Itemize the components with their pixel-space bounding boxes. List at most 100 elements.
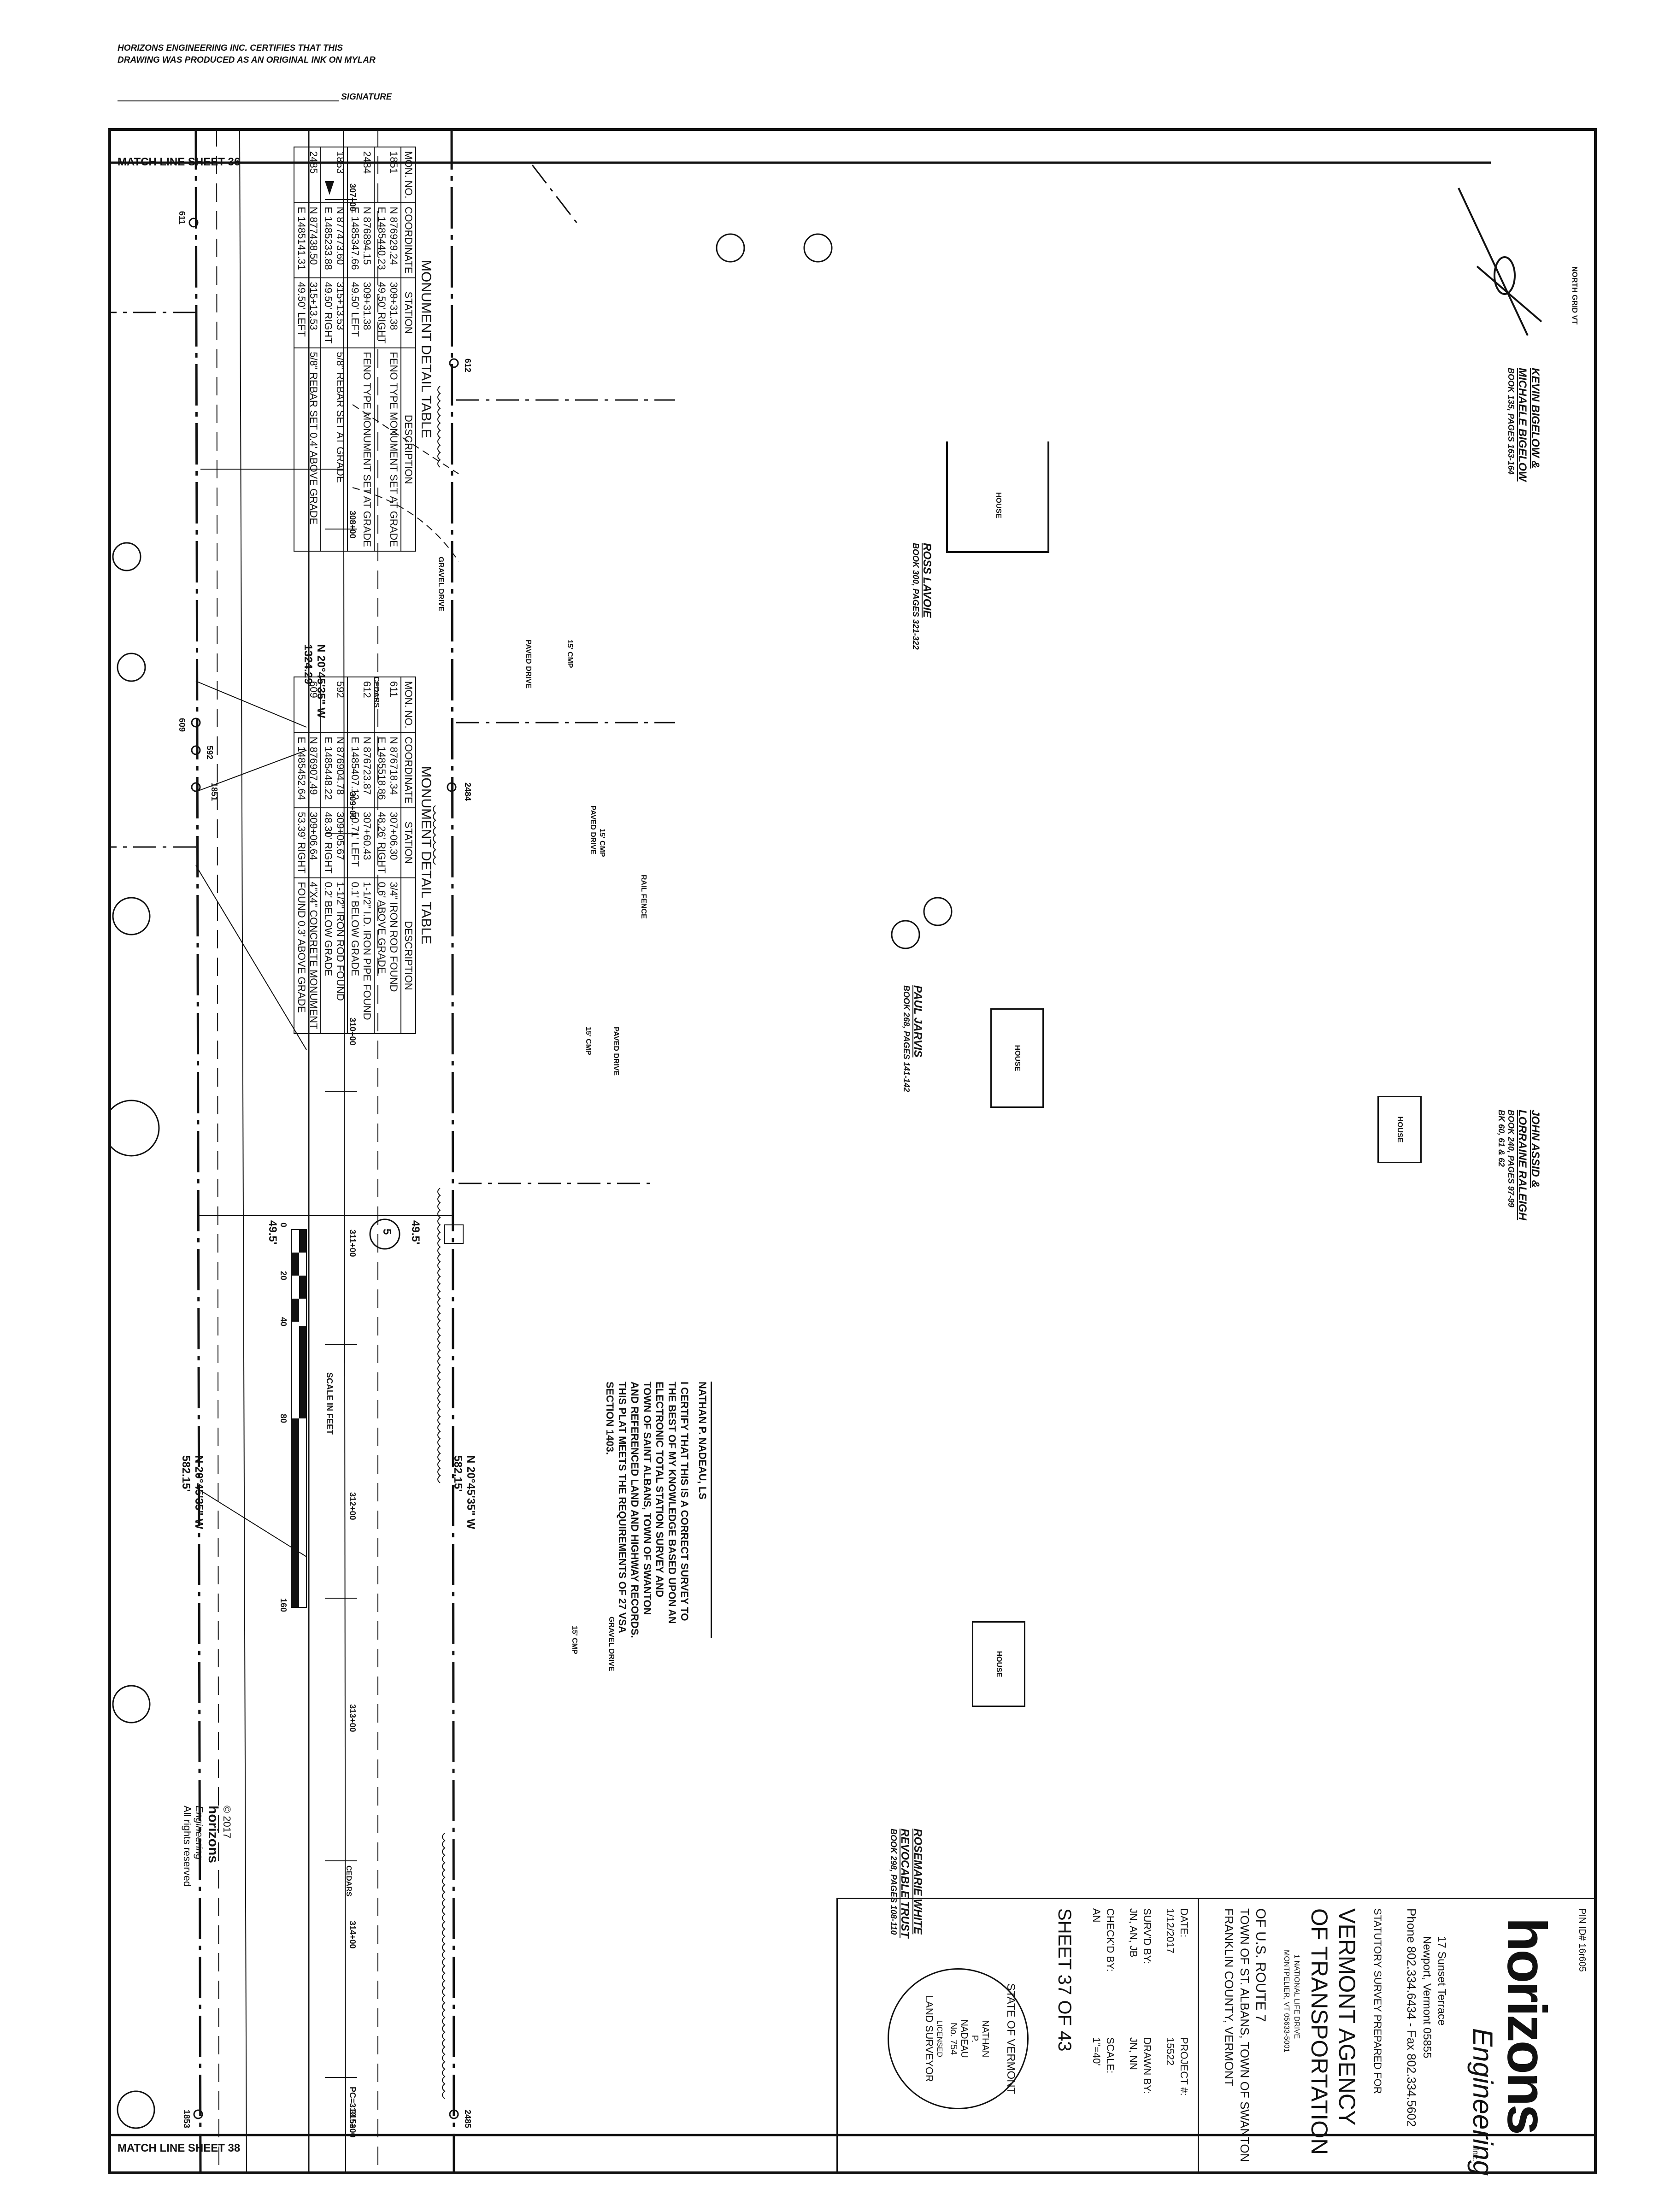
- mon-no: 612: [347, 677, 374, 733]
- scale-tick: 0: [279, 1223, 288, 1228]
- copyright: © 2017 horizons Engineering All rights r…: [181, 1806, 233, 1887]
- client-name: OF TRANSPORTATION: [1306, 1908, 1332, 2155]
- cert-line: TOWN OF SAINT ALBANS, TOWN OF SWANTON: [641, 1382, 653, 1615]
- station-value: 307+60.43: [361, 812, 373, 860]
- drawing-border: [108, 128, 1597, 2174]
- owner-lavoie: ROSS LAVOIE BOOK 300, PAGES 321-322: [911, 543, 933, 650]
- description-line: 0.2' BELOW GRADE: [323, 882, 334, 977]
- house: HOUSE: [990, 1008, 1044, 1108]
- offset-value: 48.26' RIGHT: [376, 812, 388, 874]
- cmp-label: 15' CMP: [566, 640, 574, 668]
- project-value: 15522: [1165, 2037, 1176, 2066]
- mylar-certification: HORIZONS ENGINEERING INC. CERTIFIES THAT…: [118, 42, 376, 66]
- deed-reference: BOOK 135, PAGES 163-164: [1506, 368, 1516, 475]
- seal-state: STATE OF VERMONT: [1005, 1983, 1017, 2094]
- pin-id: PIN ID# 16r605: [1577, 1908, 1587, 1972]
- surveyor-seal: STATE OF VERMONT NATHAN P. NADEAU No. 75…: [888, 1968, 1029, 2109]
- owner-name: LORRAINE RALEIGH: [1516, 1110, 1529, 1220]
- surveyed-value: JN, AN, JB: [1128, 1908, 1139, 1958]
- paved-drive-label: PAVED DRIVE: [612, 1027, 620, 1076]
- station-value: 309+05.67: [335, 812, 346, 860]
- table-header: DESCRIPTION: [401, 877, 416, 1034]
- station-label: 311+00: [348, 1230, 357, 1257]
- station-value: 309+06.64: [308, 812, 319, 860]
- cert-line: SECTION 1403.: [604, 1382, 616, 1455]
- bearing: N 20°45'35" W: [465, 1455, 477, 1530]
- certification-line-1: HORIZONS ENGINEERING INC. CERTIFIES THAT…: [118, 43, 343, 53]
- table-header: COORDINATE: [401, 732, 416, 808]
- drawn-value: JN, NN: [1128, 2037, 1139, 2070]
- offset-value: 50.71' LEFT: [349, 812, 361, 867]
- date-value: 1/12/2017: [1165, 1908, 1176, 1953]
- northing: N 876894.15: [361, 206, 373, 265]
- checked-value: AN: [1091, 1908, 1102, 1923]
- copyright-rights: All rights reserved: [182, 1806, 193, 1887]
- table-header: MON. NO.: [401, 677, 416, 733]
- copyright-year: © 2017: [221, 1806, 233, 1839]
- easting: E 1485407.12: [349, 736, 361, 800]
- monument-number: 611: [177, 211, 187, 225]
- horizons-inc: Inc.: [1471, 2148, 1480, 2162]
- monument-number: 2484: [463, 782, 472, 801]
- copyright-brand: horizons: [206, 1806, 221, 1863]
- table-header: DESCRIPTION: [401, 347, 416, 551]
- bearing: N 20°45'35" W: [193, 1455, 205, 1530]
- deed-reference: BOOK 300, PAGES 321-322: [911, 543, 920, 650]
- copyright-sub: Engineering: [194, 1806, 205, 1860]
- north-arrow-label: NORTH GRID VT: [1571, 266, 1578, 325]
- monument-number: 592: [205, 746, 214, 760]
- seal-name: NADEAU: [959, 2019, 969, 2058]
- phone-line: Phone 802.334.6434 - Fax 802.334.5602: [1405, 1908, 1418, 2127]
- description-line: 3/4" IRON ROD FOUND: [388, 882, 400, 992]
- owner-name: MICHAELE BIGELOW: [1516, 368, 1529, 482]
- monument-number: 612: [463, 359, 472, 373]
- northing: N 876718.34: [388, 736, 400, 795]
- station-value: 315+13.53: [335, 282, 346, 330]
- seal-name: P.: [970, 2035, 980, 2043]
- northing: N 876904.78: [335, 736, 346, 795]
- description-line: FOUND 0.3' ABOVE GRADE: [296, 882, 307, 1013]
- owner-name: PAUL JARVIS: [912, 985, 924, 1058]
- description-line: 0.1' BELOW GRADE: [349, 882, 361, 977]
- table-header: STATION: [401, 807, 416, 878]
- cert-line: AND REFERENCED LAND AND HIGHWAY RECORDS.: [629, 1382, 641, 1638]
- cert-line: THE BEST OF MY KNOWLEDGE BASED UPON AN: [666, 1382, 678, 1624]
- address-line: Newport, Vermont 05855: [1421, 1936, 1433, 2059]
- description-line: 1-1/2" I.D. IRON PIPE FOUND: [361, 882, 373, 1020]
- station-value: 307+06.30: [388, 812, 400, 860]
- client-address: 1 NATIONAL LIFE DRIVE: [1293, 1954, 1300, 2039]
- certification-line-2: DRAWING WAS PRODUCED AS AN ORIGINAL INK …: [118, 55, 376, 65]
- title-block: PIN ID# 16r605 horizons Engineering Inc.…: [836, 1898, 1597, 2176]
- scale-tick: 160: [279, 1598, 288, 1612]
- bearing-label: N 20°45'35" W 582.15': [451, 1455, 477, 1529]
- station-value: 315+13.53: [308, 282, 319, 330]
- location-line: TOWN OF ST. ALBANS, TOWN OF SWANTON: [1238, 1908, 1252, 2162]
- surveyed-label: SURV'D BY:: [1141, 1908, 1153, 1965]
- date-label: DATE:: [1178, 1908, 1190, 1938]
- offset-value: 53.39' RIGHT: [296, 812, 307, 874]
- description-line: 1-1/2" IRON ROD FOUND: [335, 882, 346, 1001]
- table-header: COORDINATE: [401, 202, 416, 278]
- offset-value: 49.50' RIGHT: [323, 282, 334, 344]
- horizons-logo: horizons: [1496, 1918, 1558, 2133]
- station-label: 315+00: [348, 2110, 357, 2138]
- description: FENO TYPE MONUMENT SET AT GRADE: [347, 347, 374, 551]
- owner-name: KEVIN BIGELOW &: [1529, 368, 1541, 469]
- scale-label: SCALE IN FEET: [325, 1372, 334, 1435]
- survey-map: [108, 128, 1597, 2174]
- match-line-top: MATCH LINE SHEET 36: [118, 156, 241, 168]
- drawing-sheet: MATCH LINE SHEET 36 MATCH LINE SHEET 38 …: [108, 128, 1597, 2176]
- owner-name: ROSS LAVOIE: [921, 543, 933, 618]
